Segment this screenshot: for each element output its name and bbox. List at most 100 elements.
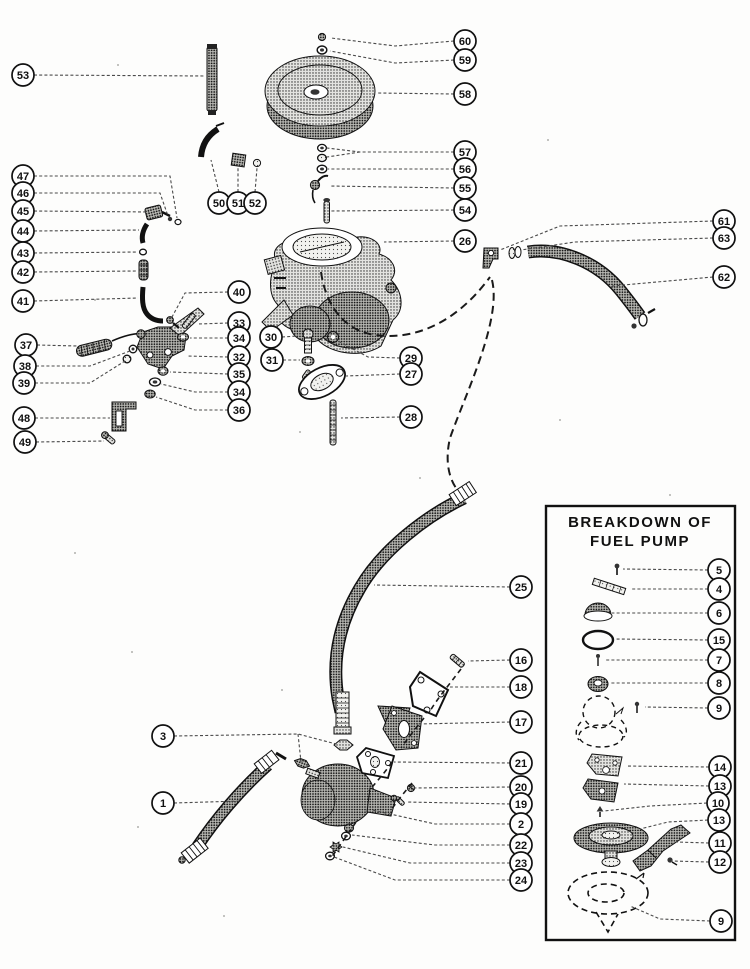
callout-30-34: 30 xyxy=(259,325,299,349)
callout-51-9: 51 xyxy=(226,167,250,215)
anchor-bracket-drawing xyxy=(101,401,137,445)
throttle-lever-cluster-drawing xyxy=(76,307,205,399)
svg-text:29: 29 xyxy=(405,353,417,365)
callout-3-50: 3 xyxy=(151,724,337,763)
svg-text:59: 59 xyxy=(459,55,471,67)
svg-text:13: 13 xyxy=(713,815,725,827)
callout-55-5: 55 xyxy=(329,176,477,200)
svg-text:38: 38 xyxy=(19,361,31,373)
carburetor-top-hardware-drawing xyxy=(309,143,331,224)
svg-text:23: 23 xyxy=(515,858,527,870)
svg-text:31: 31 xyxy=(266,355,278,367)
svg-text:61: 61 xyxy=(718,216,730,228)
svg-text:8: 8 xyxy=(716,678,722,690)
svg-text:35: 35 xyxy=(233,369,245,381)
callout-32-30: 32 xyxy=(186,345,251,369)
svg-text:53: 53 xyxy=(17,70,29,82)
callout-20-44: 20 xyxy=(413,775,533,799)
svg-text:24: 24 xyxy=(515,875,528,887)
callout-7-56: 7 xyxy=(604,648,731,672)
svg-text:10: 10 xyxy=(712,798,724,810)
callout-49-26: 49 xyxy=(13,430,105,454)
svg-text:39: 39 xyxy=(18,378,30,390)
air-cleaner-drawing xyxy=(264,32,376,140)
callout-28-38: 28 xyxy=(340,405,423,429)
callout-23-48: 23 xyxy=(342,846,533,875)
callout-4-53: 4 xyxy=(630,577,731,601)
callout-8-57: 8 xyxy=(610,671,731,695)
inlet-hose-drawing xyxy=(178,749,287,864)
svg-text:36: 36 xyxy=(233,405,245,417)
svg-text:58: 58 xyxy=(459,89,471,101)
pump-breakdown-parts-drawing xyxy=(567,563,691,934)
svg-text:50: 50 xyxy=(213,198,225,210)
svg-text:26: 26 xyxy=(459,236,471,248)
callout-45-17: 45 xyxy=(11,199,150,223)
svg-text:2: 2 xyxy=(518,819,524,831)
svg-text:43: 43 xyxy=(17,248,29,260)
hose-routing-dashed-lines xyxy=(320,271,495,496)
svg-text:41: 41 xyxy=(17,296,29,308)
svg-text:63: 63 xyxy=(718,233,730,245)
svg-text:45: 45 xyxy=(17,206,29,218)
svg-text:49: 49 xyxy=(19,437,31,449)
callout-2-46: 2 xyxy=(371,809,533,836)
svg-text:9: 9 xyxy=(718,916,724,928)
fuel-hose-25-drawing xyxy=(329,480,478,714)
callout-38-23: 38 xyxy=(13,350,131,378)
svg-text:44: 44 xyxy=(17,226,30,238)
fuel-pump-assembly-drawing xyxy=(293,653,465,861)
callout-1-51: 1 xyxy=(151,791,241,815)
svg-text:60: 60 xyxy=(459,36,471,48)
inset-box-title-line1: BREAKDOWN OF xyxy=(568,514,712,531)
callout-56-4: 56 xyxy=(328,157,477,181)
callout-43-19: 43 xyxy=(11,241,139,265)
svg-text:51: 51 xyxy=(232,198,244,210)
carb-mount-hardware-drawing xyxy=(298,328,346,446)
callout-52-10: 52 xyxy=(243,167,267,215)
svg-text:14: 14 xyxy=(714,762,727,774)
svg-text:3: 3 xyxy=(160,731,166,743)
svg-text:34: 34 xyxy=(233,333,246,345)
svg-text:25: 25 xyxy=(515,582,527,594)
callout-42-20: 42 xyxy=(11,260,137,284)
callout-50-8: 50 xyxy=(207,159,231,215)
svg-text:18: 18 xyxy=(515,682,527,694)
svg-text:32: 32 xyxy=(233,352,245,364)
callout-58-2: 58 xyxy=(377,82,477,106)
svg-text:54: 54 xyxy=(459,205,472,217)
callout-6-54: 6 xyxy=(612,601,731,625)
svg-text:37: 37 xyxy=(20,340,32,352)
svg-text:47: 47 xyxy=(17,171,29,183)
svg-text:9: 9 xyxy=(716,703,722,715)
svg-text:34: 34 xyxy=(233,387,246,399)
svg-text:42: 42 xyxy=(17,267,29,279)
callout-21-43: 21 xyxy=(393,751,533,775)
svg-text:56: 56 xyxy=(459,164,471,176)
svg-text:13: 13 xyxy=(714,781,726,793)
callout-44-18: 44 xyxy=(11,219,140,243)
callout-26-11: 26 xyxy=(383,229,477,253)
svg-text:6: 6 xyxy=(716,608,722,620)
callout-9-65: 9 xyxy=(629,905,733,933)
callout-54-6: 54 xyxy=(330,198,477,222)
inset-box-title-line2: FUEL PUMP xyxy=(590,533,690,550)
svg-text:7: 7 xyxy=(716,655,722,667)
callout-9-58: 9 xyxy=(644,696,731,720)
vent-elbow-hose-drawing xyxy=(482,244,656,329)
svg-text:19: 19 xyxy=(515,799,527,811)
callout-16-40: 16 xyxy=(467,648,533,672)
callout-13-62: 13 xyxy=(639,808,731,832)
callout-27-37: 27 xyxy=(345,362,423,386)
callout-39-24: 39 xyxy=(12,360,126,395)
svg-text:55: 55 xyxy=(459,183,471,195)
svg-text:62: 62 xyxy=(718,272,730,284)
pump-inlet-fitting-drawing xyxy=(333,691,354,751)
svg-text:57: 57 xyxy=(459,147,471,159)
svg-text:22: 22 xyxy=(515,840,527,852)
callout-59-1: 59 xyxy=(329,48,477,72)
svg-text:11: 11 xyxy=(714,838,726,850)
